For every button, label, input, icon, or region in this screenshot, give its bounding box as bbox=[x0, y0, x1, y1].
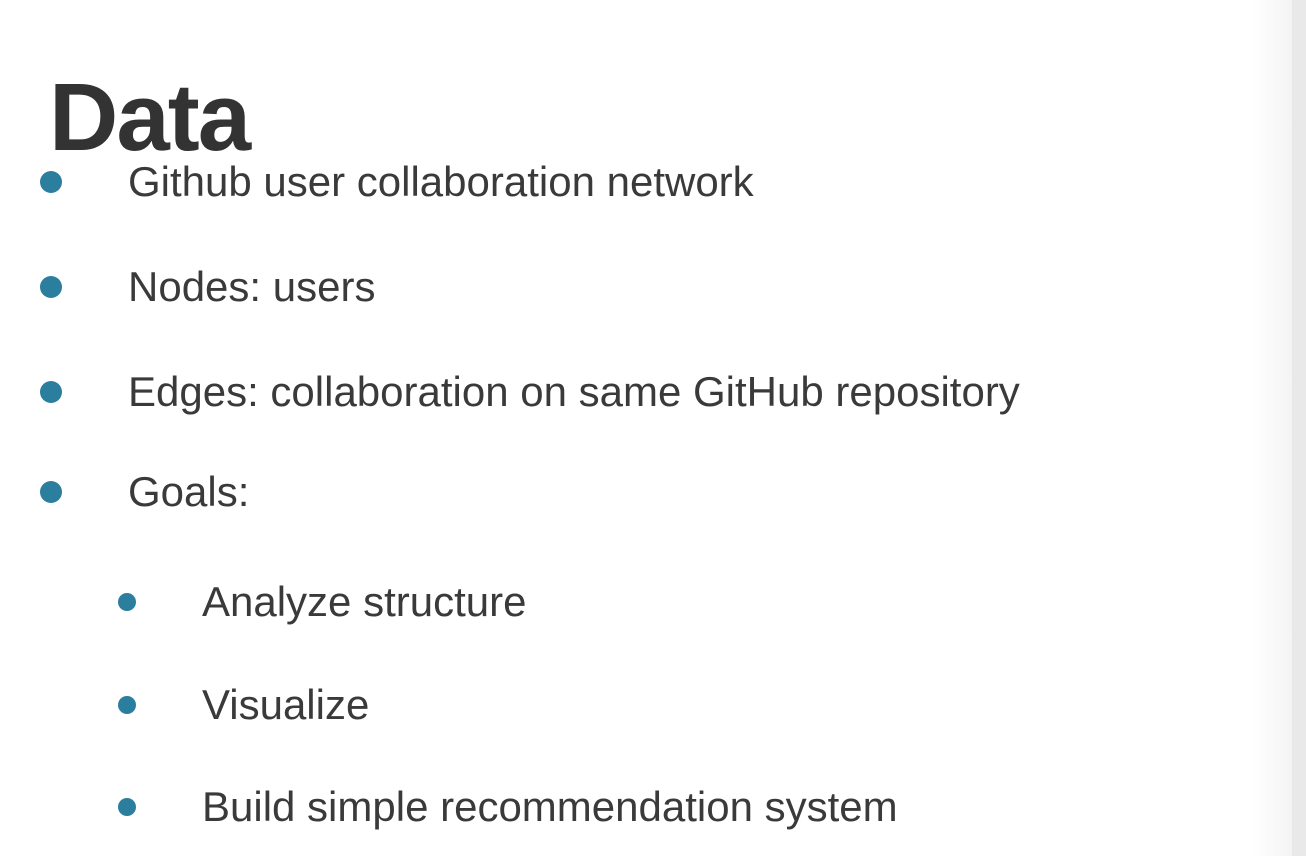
bullet-label: Edges: collaboration on same GitHub repo… bbox=[128, 368, 1020, 415]
bullet-dot-icon bbox=[118, 696, 136, 714]
bullet-label: Build simple recommendation system bbox=[202, 783, 898, 830]
bullet-label: Github user collaboration network bbox=[128, 158, 754, 205]
right-edge-gradient bbox=[1252, 0, 1292, 856]
bullet-dot-icon bbox=[40, 276, 62, 298]
bullet-dot-icon bbox=[118, 593, 136, 611]
bullet-dot-icon bbox=[40, 481, 62, 503]
bullet-dot-icon bbox=[40, 171, 62, 193]
bullet-dot-icon bbox=[118, 798, 136, 816]
bullet-label: Nodes: users bbox=[128, 263, 376, 310]
right-edge-strip bbox=[1292, 0, 1306, 856]
bullet-item: Github user collaboration network bbox=[0, 157, 1280, 207]
bullet-label: Analyze structure bbox=[202, 578, 527, 625]
bullet-item: Goals: bbox=[0, 467, 1280, 517]
bullet-item-sub: Visualize bbox=[0, 680, 1280, 730]
bullet-item-sub: Analyze structure bbox=[0, 577, 1280, 627]
bullet-dot-icon bbox=[40, 381, 62, 403]
bullet-item: Nodes: users bbox=[0, 262, 1280, 312]
bullet-item-sub: Build simple recommendation system bbox=[0, 782, 1280, 832]
bullet-item: Edges: collaboration on same GitHub repo… bbox=[0, 367, 1280, 417]
bullet-label: Visualize bbox=[202, 681, 370, 728]
slide-title: Data bbox=[49, 64, 251, 172]
bullet-label: Goals: bbox=[128, 468, 250, 515]
